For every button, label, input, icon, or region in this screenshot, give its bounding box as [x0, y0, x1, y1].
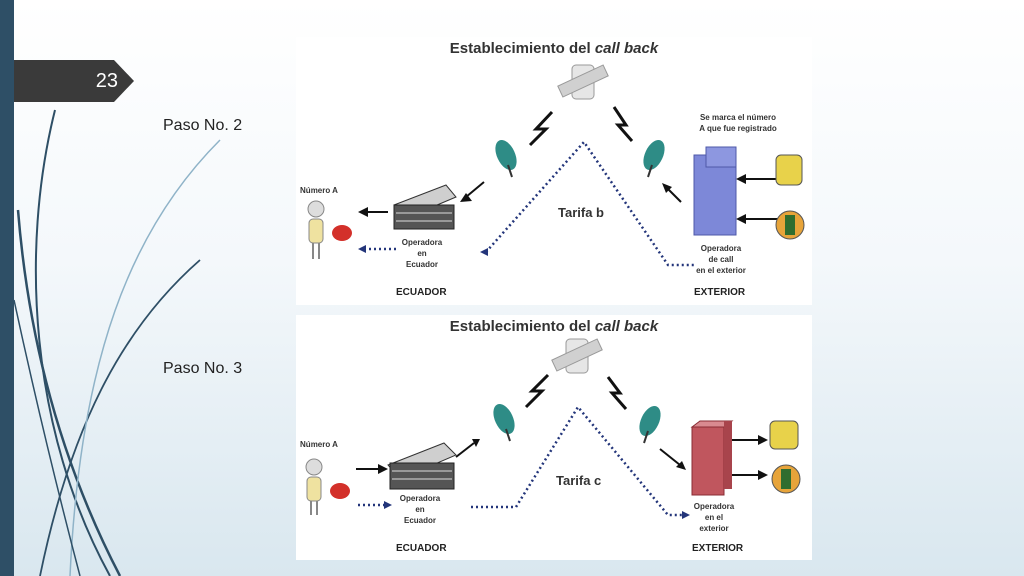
- office-building-icon: [393, 184, 457, 230]
- mobile-phone-icon: [775, 210, 805, 240]
- numero-a-label: Número A: [300, 440, 338, 449]
- office-building-icon: [387, 442, 457, 490]
- satellite-icon: [551, 338, 603, 374]
- callback-diagram-step-2: Establecimiento del call back Número A O…: [296, 37, 812, 305]
- satellite-dish-left-icon: [495, 140, 517, 178]
- operator-tower-icon: [693, 146, 737, 236]
- red-phone-icon: [330, 483, 350, 499]
- slide-number-tab: 23: [14, 60, 134, 102]
- tarifa-b-label: Tarifa b: [558, 205, 604, 220]
- diagram-title-step-3: Establecimiento del call back: [449, 318, 659, 335]
- left-sidebar-bar: [0, 0, 14, 576]
- signal-bolt-left-icon: [528, 110, 554, 147]
- satellite-dish-left-icon: [493, 404, 515, 442]
- region-exterior-label: EXTERIOR: [694, 287, 746, 298]
- signal-bolt-left-icon: [524, 373, 550, 409]
- region-ecuador-label: ECUADOR: [396, 287, 447, 298]
- yellow-phone-icon: [769, 420, 799, 450]
- region-ecuador-label: ECUADOR: [396, 543, 447, 554]
- person-icon: [305, 458, 323, 515]
- person-icon: [307, 200, 325, 259]
- red-phone-icon: [332, 225, 352, 241]
- diagram-title-step-2: Establecimiento del call back: [449, 40, 659, 57]
- mobile-phone-icon: [771, 464, 801, 494]
- step-2-label: Paso No. 2: [163, 117, 243, 134]
- tarifa-c-label: Tarifa c: [556, 473, 602, 488]
- region-exterior-label: EXTERIOR: [692, 543, 744, 554]
- numero-a-label: Número A: [300, 186, 338, 195]
- signal-bolt-right-icon: [606, 376, 628, 410]
- satellite-dish-right-icon: [639, 406, 661, 444]
- callback-diagram-step-3: Establecimiento del call back Número A O…: [296, 315, 812, 560]
- step-3-label: Paso No. 3: [163, 360, 243, 377]
- yellow-phone-icon: [775, 154, 803, 186]
- satellite-dish-right-icon: [643, 140, 665, 178]
- satellite-icon: [557, 64, 609, 100]
- operator-tower-icon: [690, 420, 734, 496]
- decorative-curves: [13, 109, 221, 576]
- signal-bolt-right-icon: [612, 106, 634, 142]
- slide-number: 23: [95, 70, 118, 92]
